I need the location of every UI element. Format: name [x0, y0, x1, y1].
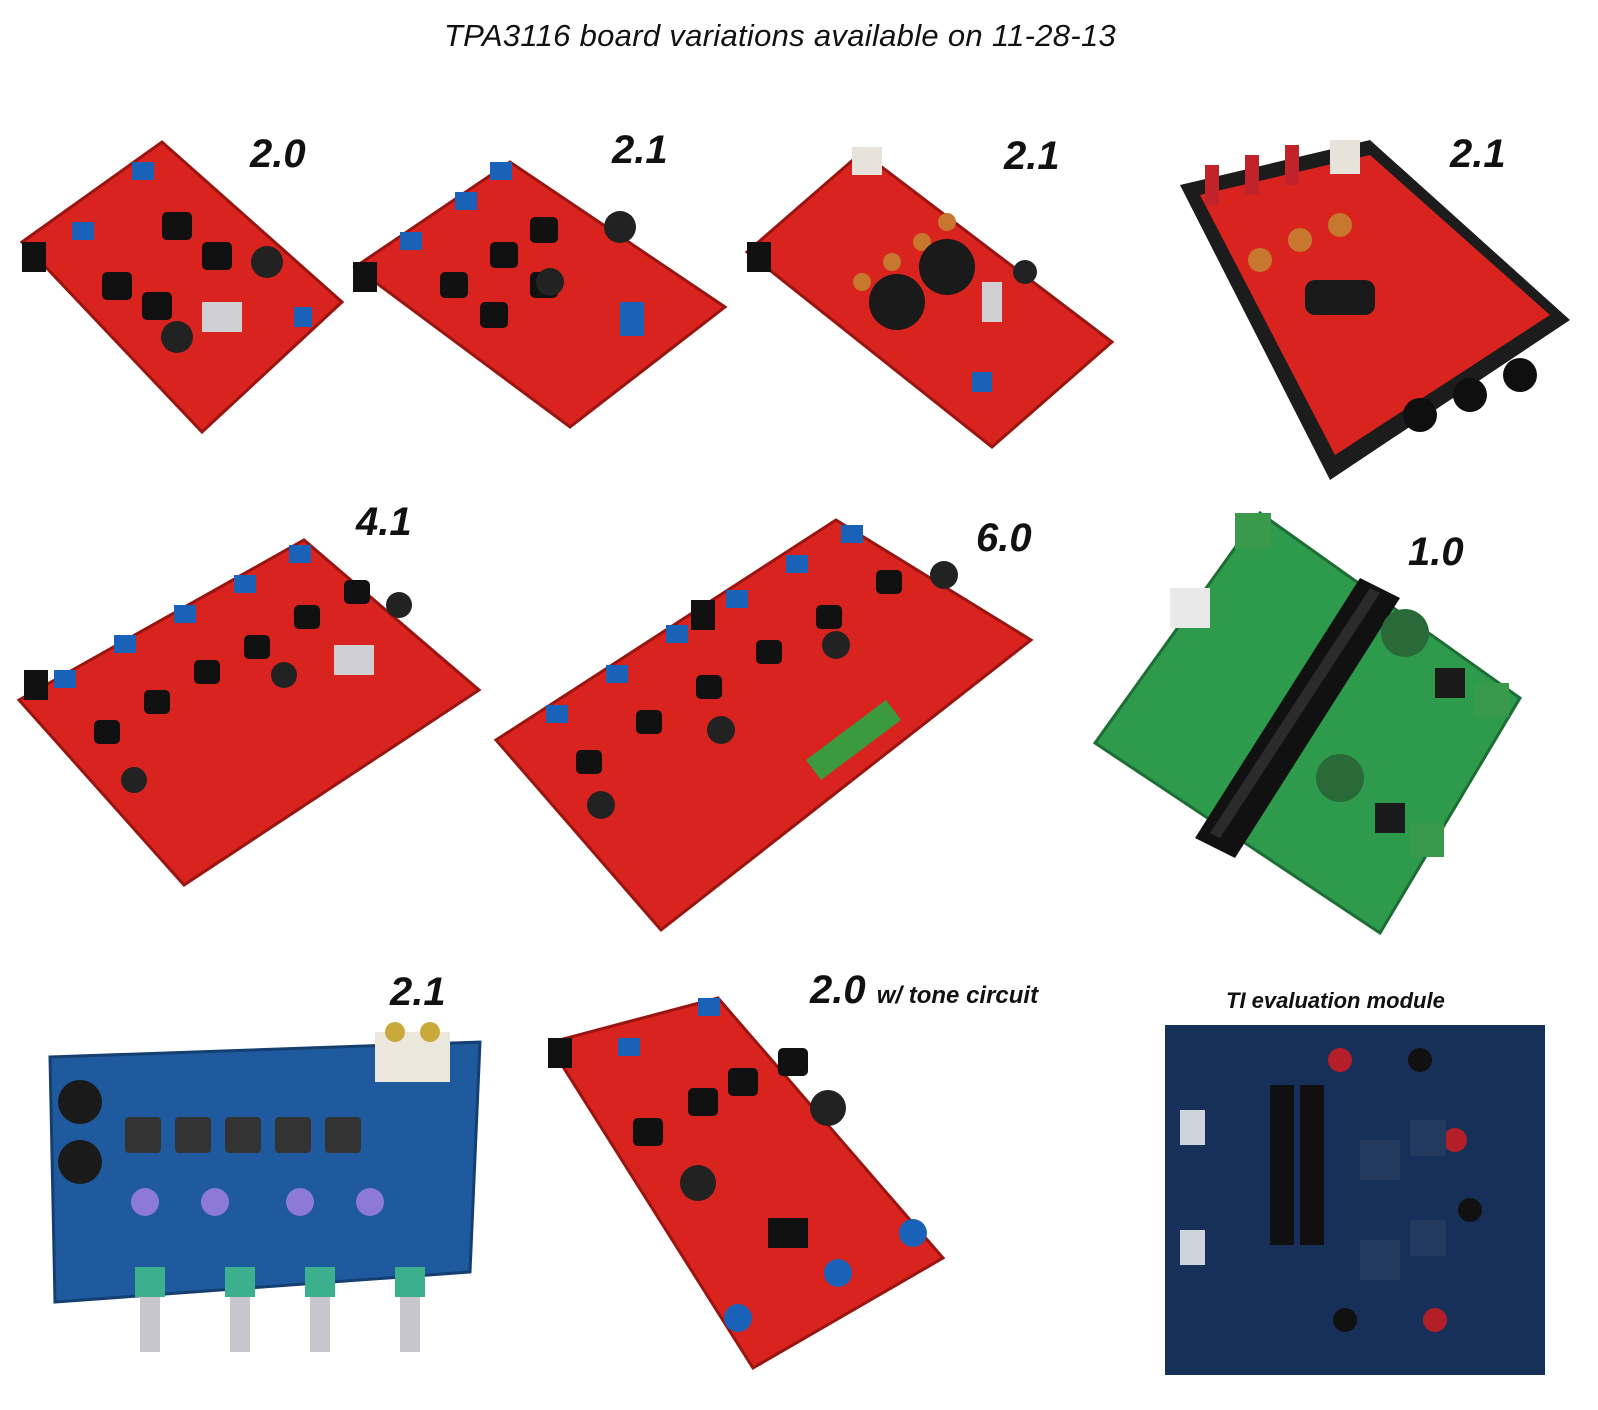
- board-2-1-blue-image: [48, 1022, 482, 1352]
- board-2-0-image: [19, 140, 344, 435]
- board-photo-2-0-tone: 2.0 w/ tone circuit: [548, 968, 1078, 1378]
- board-2-0-tone-image: [548, 996, 946, 1371]
- board-photo-2-1-enclosure: 2.1: [1160, 110, 1598, 495]
- board-label-ti-eval: TI evaluation module: [1226, 988, 1445, 1013]
- board-4-1-image: [16, 538, 482, 887]
- board-2-1-enclosure-image: [1180, 140, 1570, 480]
- board-ti-eval-image: [1165, 1025, 1545, 1375]
- board-label-2-0-tone: 2.0 w/ tone circuit: [810, 970, 1038, 1010]
- board-photo-2-0: 2.0: [12, 122, 344, 454]
- board-label-2-1-a: 2.1: [612, 128, 668, 172]
- board-label-2-0: 2.0: [250, 132, 306, 176]
- board-6-0-image: [493, 518, 1034, 933]
- board-label-1-0: 1.0: [1408, 530, 1464, 574]
- board-label-4-1: 4.1: [356, 500, 412, 544]
- board-photo-2-1-blue: 2.1: [40, 972, 510, 1372]
- board-label-2-0-tone-value: 2.0: [810, 968, 866, 1012]
- board-photo-ti-eval: [1160, 1020, 1550, 1380]
- board-label-2-1-b: 2.1: [1004, 134, 1060, 178]
- board-1-0-image: [1092, 510, 1522, 936]
- board-photo-2-1-b: 2.1: [742, 122, 1124, 467]
- board-2-1-b-image: [744, 147, 1115, 449]
- board-photo-4-1: 4.1: [14, 490, 490, 902]
- board-2-1-a-image: [352, 160, 728, 429]
- board-label-2-0-tone-sublabel: w/ tone circuit: [876, 982, 1039, 1009]
- board-photo-6-0: 6.0: [486, 480, 1058, 960]
- board-label-2-1-blue: 2.1: [390, 972, 446, 1014]
- board-photo-2-1-a: 2.1: [350, 122, 732, 454]
- board-label-6-0: 6.0: [976, 516, 1032, 560]
- page-title: TPA3116 board variations available on 11…: [443, 18, 1117, 53]
- board-photo-1-0: 1.0: [1090, 508, 1550, 948]
- board-label-2-1-enclosure: 2.1: [1450, 132, 1506, 176]
